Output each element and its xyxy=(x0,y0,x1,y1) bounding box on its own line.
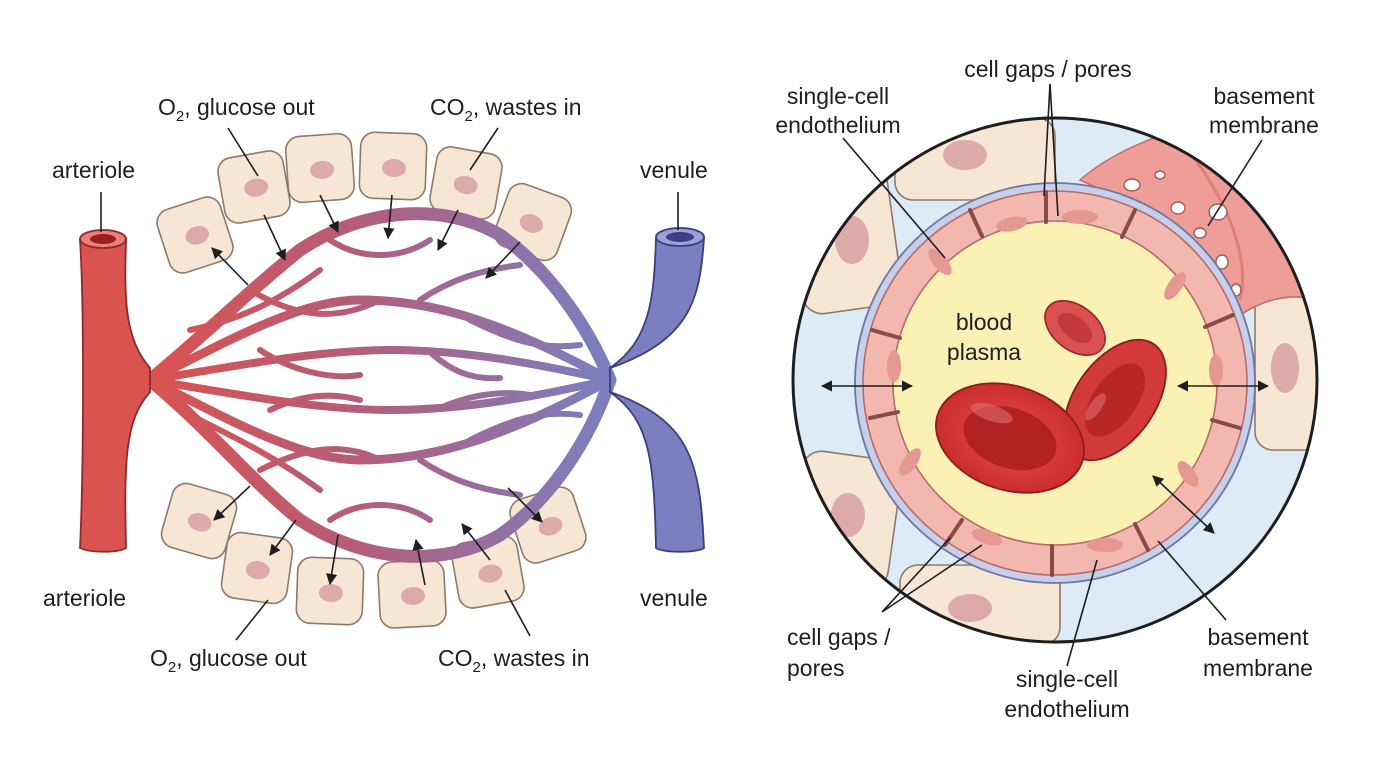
exchange-arrows-bottom xyxy=(213,485,543,586)
arrow-out-1 xyxy=(211,247,249,286)
venule-vessel xyxy=(609,227,705,553)
label-blood-plasma-2: plasma xyxy=(947,339,1021,365)
cross-section-outline xyxy=(791,116,1319,644)
capillary-network xyxy=(143,207,617,563)
co2-top-pre: CO xyxy=(430,94,465,120)
co2-bottom-pre: CO xyxy=(438,645,473,671)
rbc-small xyxy=(1044,300,1106,356)
leader-gaps-top-1 xyxy=(1043,83,1051,197)
leader-gaps-bottom-2 xyxy=(881,544,983,613)
red-blood-cells xyxy=(935,300,1167,494)
leader-gaps-bottom-1 xyxy=(881,537,951,613)
leader-co2-top xyxy=(469,127,499,171)
arrow-in-3 xyxy=(383,194,395,240)
o2-bottom-pre: O xyxy=(150,645,168,671)
co2-top-sub: 2 xyxy=(465,108,473,125)
arteriole-vessel xyxy=(79,229,151,553)
label-basement-top-2: membrane xyxy=(1209,112,1319,138)
arrow-in-4 xyxy=(437,209,459,252)
leader-basement-top xyxy=(1207,139,1263,227)
capillary-cross-section: cell gaps / pores single-cell endotheliu… xyxy=(775,56,1319,722)
arrow-out-3 xyxy=(269,519,297,556)
label-co2-wastes-in-bottom: CO2, wastes in xyxy=(438,645,590,676)
label-venule-bottom: venule xyxy=(640,585,708,611)
label-co2-wastes-in-top: CO2, wastes in xyxy=(430,94,582,125)
capillary-bed: arteriole arteriole venule venule O2, gl… xyxy=(43,94,708,676)
co2-bottom-sub: 2 xyxy=(473,659,481,676)
o2-top-pre: O xyxy=(158,94,176,120)
exchange-arrows-top xyxy=(211,194,521,286)
diffusion-arrows xyxy=(820,380,1270,534)
co2-bottom-post: , wastes in xyxy=(481,645,590,671)
label-arteriole-bottom: arteriole xyxy=(43,585,126,611)
label-venule-top: venule xyxy=(640,157,708,183)
arrow-in-7 xyxy=(461,523,491,561)
leader-endothelium-top xyxy=(842,137,946,259)
endothelial-nuclei xyxy=(887,210,1223,552)
arrow-out-4 xyxy=(326,534,339,586)
arrow-in-6 xyxy=(412,538,426,586)
label-cell-gaps-bottom-1: cell gaps / xyxy=(787,624,891,650)
leader-co2-bottom xyxy=(504,589,531,637)
o2-bottom-post: , glucose out xyxy=(176,645,307,671)
arrow-in-5 xyxy=(485,241,521,279)
o2-bottom-sub: 2 xyxy=(168,659,176,676)
arrow-out-2 xyxy=(213,485,251,521)
label-basement-top-1: basement xyxy=(1213,83,1315,109)
leader-o2-top xyxy=(227,127,259,177)
arrow-out-5 xyxy=(507,487,543,523)
leader-basement-bottom xyxy=(1157,540,1227,621)
leader-endothelium-bottom xyxy=(1066,559,1098,667)
label-o2-glucose-out-top: O2, glucose out xyxy=(158,94,315,125)
label-endothelium-top-2: endothelium xyxy=(775,112,900,138)
label-endothelium-top-1: single-cell xyxy=(787,83,889,109)
diffusion-arrow-bottom-right xyxy=(1152,475,1215,534)
label-o2-glucose-out-bottom: O2, glucose out xyxy=(150,645,307,676)
rbc-front xyxy=(935,382,1085,494)
o2-top-sub: 2 xyxy=(176,108,184,125)
o2-top-post: , glucose out xyxy=(184,94,315,120)
label-endothelium-bottom-1: single-cell xyxy=(1016,666,1118,692)
label-cell-gaps-top: cell gaps / pores xyxy=(964,56,1131,82)
label-basement-bottom-1: basement xyxy=(1207,624,1309,650)
label-blood-plasma-1: blood xyxy=(956,309,1012,335)
arrow-in-2 xyxy=(319,194,339,234)
label-arteriole-top: arteriole xyxy=(52,157,135,183)
label-cell-gaps-bottom-2: pores xyxy=(787,655,845,681)
label-basement-bottom-2: membrane xyxy=(1203,655,1313,681)
membrane-pores xyxy=(1123,170,1242,297)
arrow-in-1 xyxy=(263,214,286,262)
label-endothelium-bottom-2: endothelium xyxy=(1004,696,1129,722)
co2-top-post: , wastes in xyxy=(473,94,582,120)
leader-gaps-top-2 xyxy=(1049,83,1059,217)
leader-o2-bottom xyxy=(235,599,269,641)
